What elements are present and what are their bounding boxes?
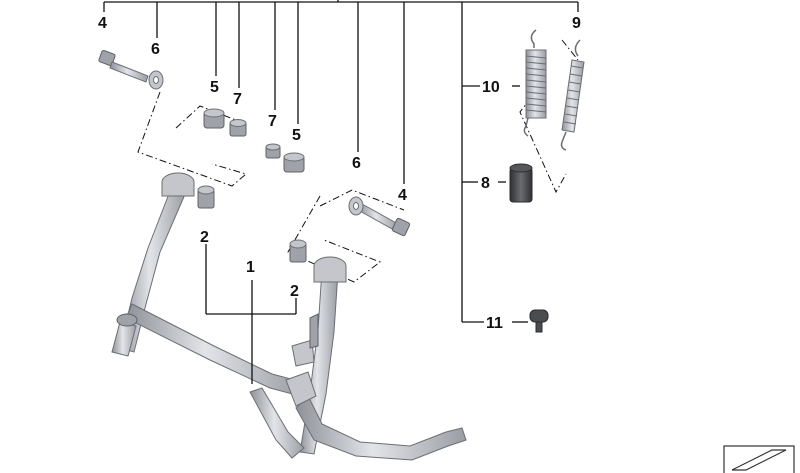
spring-10 <box>523 29 547 137</box>
sleeve-8 <box>509 163 533 203</box>
washer-6-top <box>148 70 164 90</box>
callout-6-right: 6 <box>352 155 361 172</box>
bushing-2-right <box>289 239 307 263</box>
spacer-5-right <box>283 152 305 173</box>
callout-4-right: 4 <box>398 187 407 204</box>
brand-box <box>723 445 795 473</box>
callout-2-left: 2 <box>200 229 209 246</box>
part-leaders <box>205 244 297 384</box>
top-bracket <box>103 0 579 322</box>
callout-2-right: 2 <box>290 283 299 300</box>
bolt-4-top <box>98 50 149 83</box>
callout-1: 1 <box>246 259 255 276</box>
spacer-5-left <box>203 108 225 129</box>
nut-7-right <box>265 143 281 159</box>
callout-5-left: 5 <box>210 79 219 96</box>
bump-stop-11 <box>529 309 549 333</box>
callout-4-top: 4 <box>98 15 107 32</box>
callout-10: 10 <box>482 79 500 96</box>
callout-5-right: 5 <box>292 127 301 144</box>
callout-9: 9 <box>572 15 581 32</box>
right-leaders <box>462 85 528 323</box>
bolt-4-right <box>357 203 411 237</box>
callout-7-right: 7 <box>268 113 277 130</box>
nut-7-left <box>229 119 247 137</box>
washer-6-right <box>348 196 364 216</box>
callout-7-left: 7 <box>233 91 242 108</box>
spring-9 <box>560 39 585 151</box>
callout-8: 8 <box>481 175 490 192</box>
callout-6-top: 6 <box>151 41 160 58</box>
callout-11: 11 <box>486 315 503 332</box>
callouts: 4 6 5 7 7 5 6 4 9 10 8 11 2 2 1 <box>98 15 581 332</box>
bushing-2-left <box>197 185 215 209</box>
center-stand <box>111 172 467 461</box>
logo-mark-icon <box>731 449 787 471</box>
